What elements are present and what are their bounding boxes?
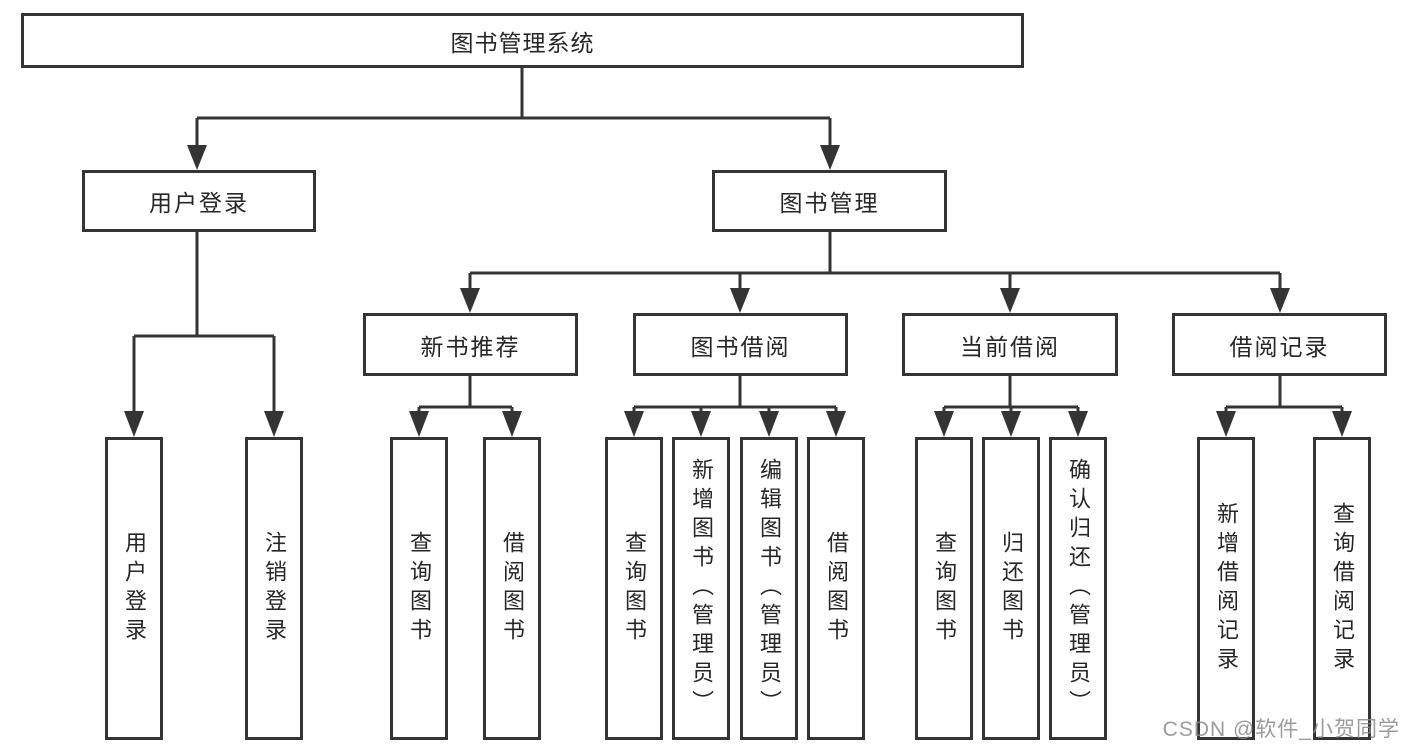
leaf-borrow-books-recommend: 借阅图书 bbox=[483, 437, 541, 740]
node-book-management: 图书管理 bbox=[712, 170, 947, 232]
leaf-edit-books-admin: 编辑图书（管理员） bbox=[740, 437, 798, 740]
node-borrow-records-label: 借阅记录 bbox=[1229, 333, 1330, 360]
leaf-confirm-return-admin-label: 确认归还（管理员） bbox=[1066, 458, 1091, 719]
leaf-add-borrow-record: 新增借阅记录 bbox=[1197, 437, 1255, 740]
leaf-add-borrow-record-label: 新增借阅记录 bbox=[1214, 501, 1239, 676]
leaf-query-borrow-record-label: 查询借阅记录 bbox=[1330, 501, 1355, 676]
leaf-logout: 注销登录 bbox=[245, 437, 303, 740]
node-current-borrow-label: 当前借阅 bbox=[960, 333, 1060, 360]
leaf-borrow-books-label: 借阅图书 bbox=[824, 530, 849, 647]
leaf-borrow-books-recommend-label: 借阅图书 bbox=[500, 530, 525, 647]
leaf-query-books-borrow-label: 查询图书 bbox=[622, 530, 647, 647]
leaf-edit-books-admin-label: 编辑图书（管理员） bbox=[757, 458, 782, 719]
leaf-add-books-admin-label: 新增图书（管理员） bbox=[689, 458, 714, 719]
node-new-book-recommend: 新书推荐 bbox=[363, 313, 578, 376]
connector-root-to-level2 bbox=[187, 68, 840, 170]
leaf-user-login: 用户登录 bbox=[105, 437, 163, 740]
node-user-login: 用户登录 bbox=[82, 170, 316, 232]
leaf-return-books: 归还图书 bbox=[982, 437, 1040, 740]
connector-book-management-to-level3 bbox=[460, 232, 1290, 313]
leaf-query-books-recommend-label: 查询图书 bbox=[407, 530, 432, 647]
node-library-management-system-label: 图书管理系统 bbox=[450, 29, 595, 56]
leaf-query-books-current-label: 查询图书 bbox=[932, 530, 957, 647]
connector-book-borrow-to-leaves bbox=[624, 376, 846, 437]
node-book-borrow: 图书借阅 bbox=[633, 313, 848, 376]
leaf-borrow-books: 借阅图书 bbox=[807, 437, 865, 740]
watermark: CSDN @软件_小贺同学 bbox=[1162, 718, 1400, 741]
leaf-return-books-label: 归还图书 bbox=[999, 530, 1024, 647]
node-book-management-label: 图书管理 bbox=[779, 190, 880, 216]
leaf-confirm-return-admin: 确认归还（管理员） bbox=[1049, 437, 1107, 740]
node-new-book-recommend-label: 新书推荐 bbox=[420, 333, 521, 360]
connector-new-book-recommend-to-leaves bbox=[409, 376, 522, 437]
node-library-management-system: 图书管理系统 bbox=[21, 13, 1024, 68]
leaf-query-books-current: 查询图书 bbox=[915, 437, 973, 740]
leaf-query-borrow-record: 查询借阅记录 bbox=[1313, 437, 1371, 740]
leaf-logout-label: 注销登录 bbox=[262, 530, 287, 647]
connector-borrow-records-to-leaves bbox=[1216, 376, 1352, 437]
connector-current-borrow-to-leaves bbox=[934, 376, 1088, 437]
leaf-user-login-label: 用户登录 bbox=[122, 530, 147, 647]
connector-user-login-to-leaves bbox=[124, 232, 284, 437]
leaf-query-books-borrow: 查询图书 bbox=[605, 437, 663, 740]
node-borrow-records: 借阅记录 bbox=[1172, 313, 1387, 376]
leaf-add-books-admin: 新增图书（管理员） bbox=[672, 437, 730, 740]
node-current-borrow: 当前借阅 bbox=[902, 313, 1118, 376]
leaf-query-books-recommend: 查询图书 bbox=[390, 437, 448, 740]
node-book-borrow-label: 图书借阅 bbox=[690, 333, 791, 360]
node-user-login-label: 用户登录 bbox=[149, 190, 249, 216]
